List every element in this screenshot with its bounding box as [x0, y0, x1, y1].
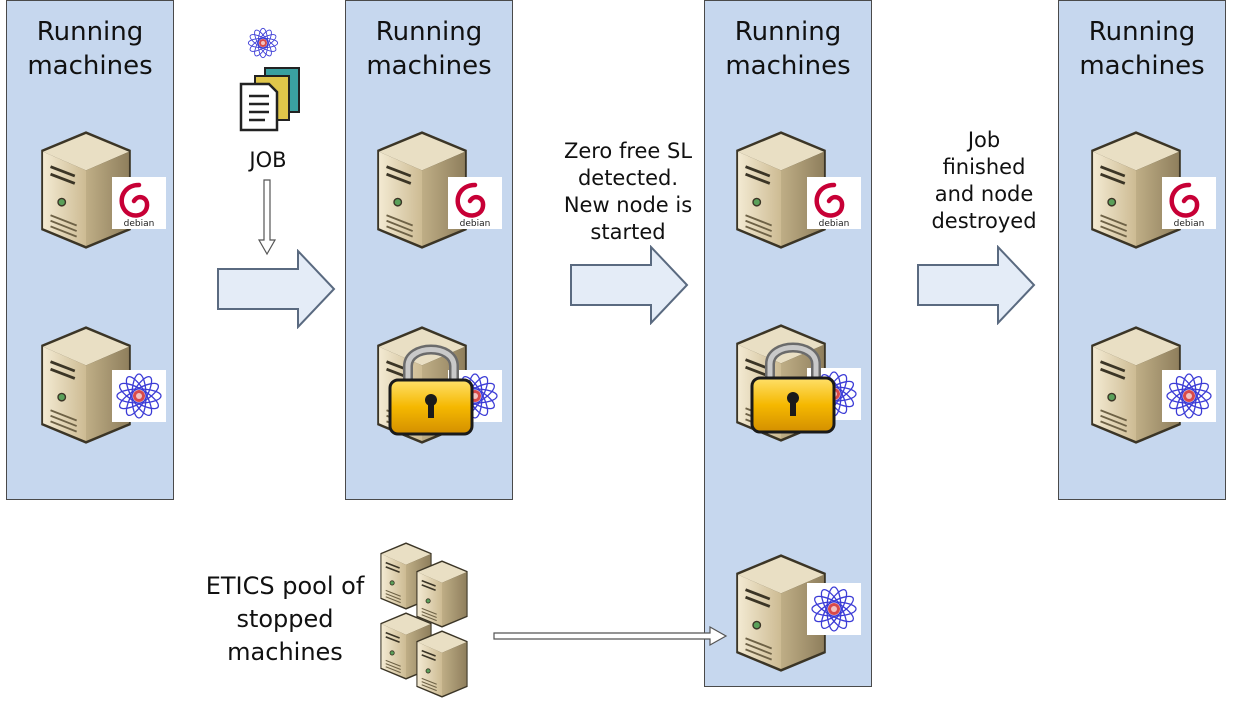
transition-arrow-1: [217, 250, 335, 328]
debian-logo-icon: debian: [807, 177, 861, 229]
job-label: JOB: [249, 148, 287, 172]
svg-text:debian: debian: [819, 219, 850, 229]
etics-pool-label: ETICS pool of stopped machines: [205, 572, 365, 666]
scientific-linux-logo-icon: [112, 370, 166, 422]
padlock-icon: [748, 334, 838, 434]
panel-title: Running machines: [366, 17, 492, 81]
panel-title: Running machines: [27, 17, 153, 81]
panel-title: Running machines: [725, 17, 851, 81]
panel-title: Running machines: [1079, 17, 1205, 81]
debian-logo-icon: debian: [448, 177, 502, 229]
debian-logo-icon: debian: [112, 177, 166, 229]
debian-logo-icon: debian: [1162, 177, 1216, 229]
scientific-linux-logo-icon: [1162, 370, 1216, 422]
running-machines-panel-3: Running machines: [704, 0, 872, 687]
svg-text:debian: debian: [460, 219, 491, 229]
svg-text:debian: debian: [1174, 219, 1205, 229]
transition-arrow-3: [917, 246, 1035, 324]
pool-to-panel-arrow: [493, 625, 728, 647]
zero-free-sl-label: Zero free SL detected. New node is start…: [563, 139, 693, 244]
job-finished-label: Job finished and node destroyed: [931, 128, 1037, 233]
svg-text:debian: debian: [124, 219, 155, 229]
job-documents-icon: [239, 67, 300, 132]
scientific-linux-logo-icon: [807, 583, 861, 635]
transition-arrow-2: [570, 246, 688, 324]
job-down-arrow: [257, 179, 277, 256]
job-atom-icon: [247, 27, 279, 59]
padlock-icon: [386, 336, 476, 436]
stopped-server-icon: [415, 629, 469, 699]
